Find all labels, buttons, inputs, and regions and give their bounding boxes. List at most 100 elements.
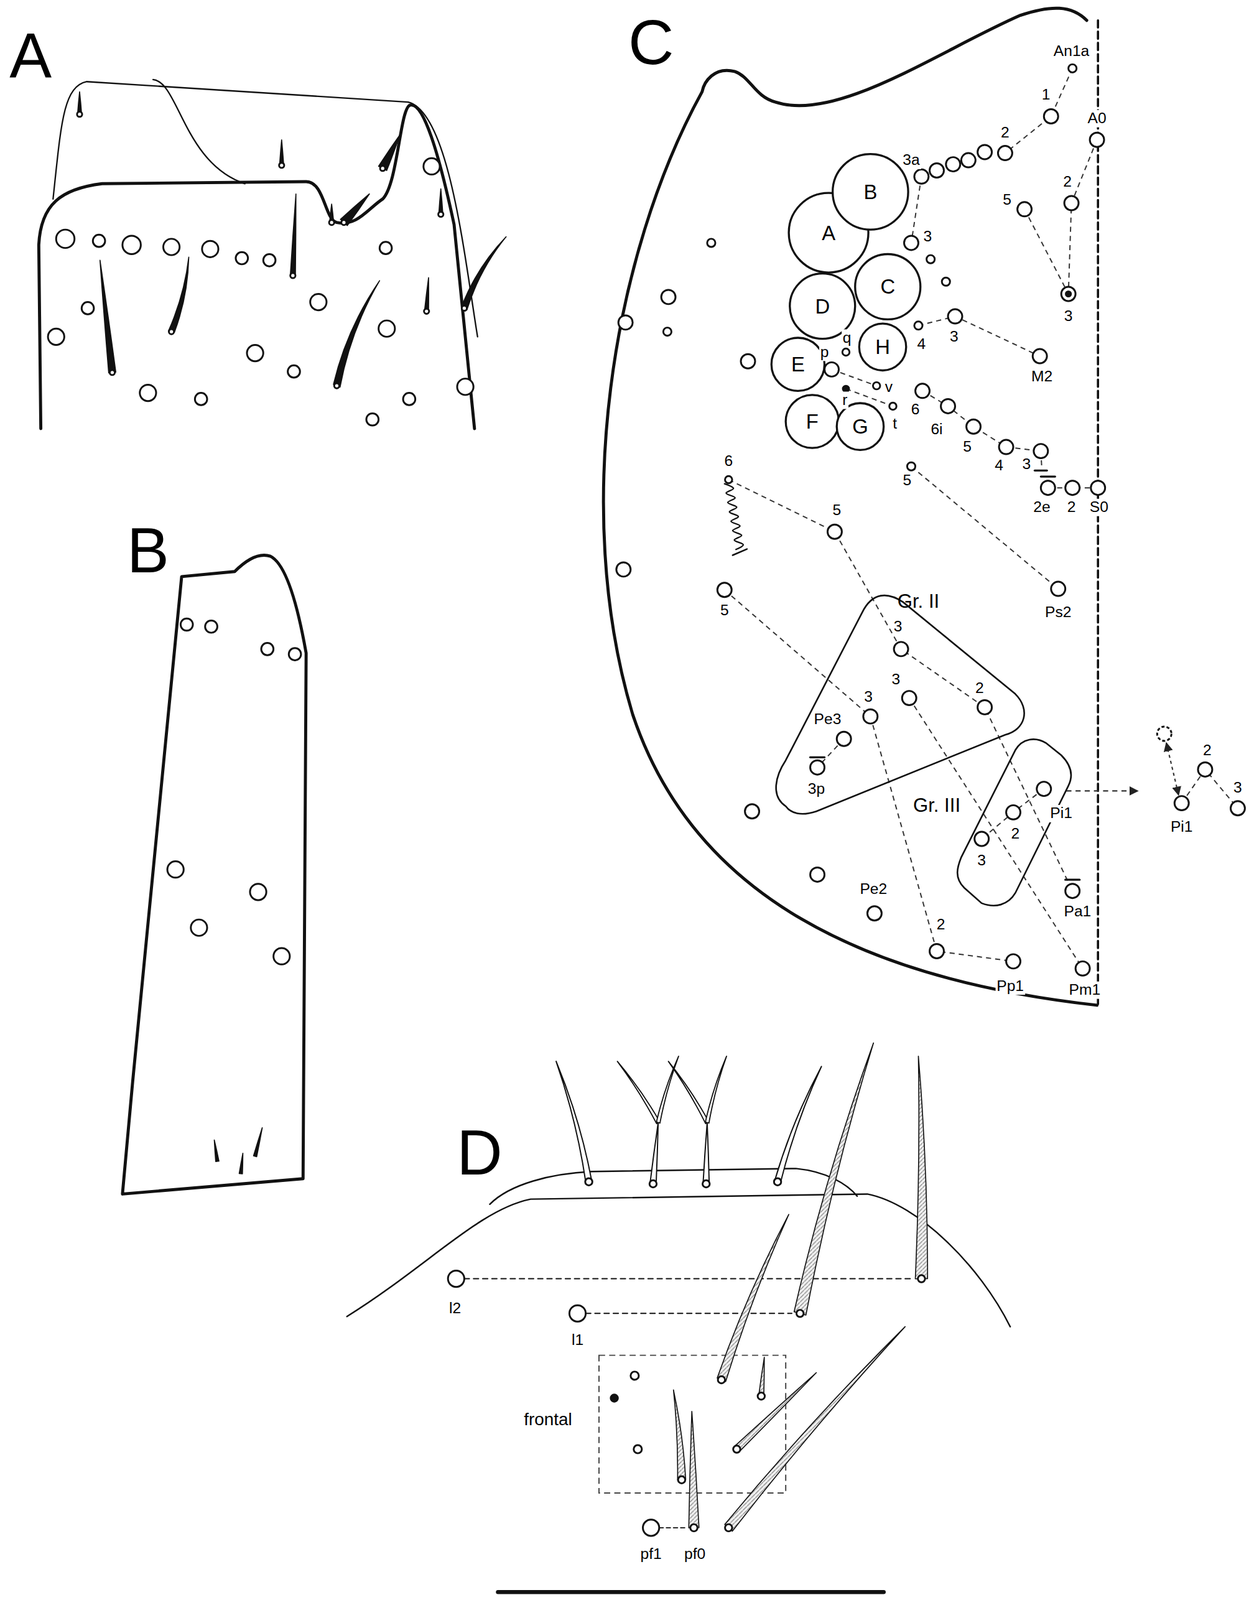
eye-lens: C [854, 253, 922, 321]
seta [333, 280, 380, 387]
chaeta-socket [139, 384, 157, 401]
chaeta-socket [827, 524, 842, 539]
chaeta-socket [906, 462, 915, 471]
chaeta-socket [403, 393, 416, 406]
chaeta-socket [947, 309, 963, 324]
scale-bar [498, 1589, 884, 1595]
chaeta-socket [77, 111, 83, 117]
chaeta-socket [929, 162, 945, 178]
chaeta-socket [287, 365, 301, 378]
chaeta-label: Pp1 [995, 977, 1026, 994]
seta [717, 1214, 789, 1382]
chaeta-socket [202, 240, 219, 257]
chaeta-socket [926, 255, 935, 264]
chaeta-socket [1156, 726, 1172, 741]
chaeta-socket [1068, 64, 1077, 73]
chaeta-socket [379, 241, 392, 255]
chaeta-label: 2e [1032, 498, 1052, 516]
chaeta-label: 3a [901, 151, 922, 169]
chaeta-socket [180, 618, 193, 631]
chaeta-socket [702, 1179, 710, 1187]
chaeta-label: 1 [1040, 86, 1052, 104]
chaeta-label: 5 [901, 472, 913, 489]
seta [438, 188, 443, 214]
chaeta-socket [872, 381, 880, 389]
lens-letter: B [863, 180, 878, 203]
chaeta-socket [290, 273, 296, 279]
chaeta-socket [167, 861, 184, 878]
group-border [957, 738, 1072, 906]
chaeta-label: l1 [570, 1331, 585, 1348]
seta [279, 139, 285, 166]
group-outline [898, 732, 1077, 912]
seta [168, 256, 190, 333]
chaeta-socket [205, 620, 218, 633]
chaeta-socket [194, 393, 208, 406]
seta [617, 1061, 660, 1124]
chaeta-socket [914, 321, 923, 330]
chaeta-socket [941, 277, 950, 286]
seta [794, 1043, 874, 1315]
chaeta-socket [717, 1375, 725, 1383]
panel-letter: C [628, 8, 674, 78]
chaeta-socket [329, 220, 335, 226]
chaeta-socket [55, 229, 75, 249]
chaeta-socket [585, 1178, 593, 1185]
chaeta-socket [745, 804, 760, 819]
chaeta-socket [842, 348, 850, 356]
chaeta-socket [889, 402, 897, 410]
homology-line [464, 1278, 914, 1280]
chaeta-socket [633, 1444, 642, 1454]
chaeta-label: 2 [974, 679, 985, 697]
seta [340, 194, 370, 226]
seta [668, 1061, 710, 1124]
chaeta-socket [757, 1392, 765, 1399]
chaeta-label: A0 [1086, 110, 1108, 127]
homology-line [922, 390, 1041, 451]
outline [38, 105, 475, 429]
homology-line [1005, 68, 1073, 154]
overline [810, 756, 825, 759]
seta [253, 1127, 263, 1157]
chaeta-socket [707, 238, 716, 247]
chaeta-socket [717, 582, 732, 598]
chaeta-label: S0 [1088, 498, 1110, 516]
chaeta-socket [773, 1178, 781, 1185]
shift-arrow [1166, 742, 1179, 795]
chaeta-label: Pi1 [1169, 817, 1194, 835]
lens-circle [855, 253, 921, 320]
lens-circle [785, 394, 839, 448]
chaeta-socket [998, 439, 1014, 455]
chaeta-label: 2 [999, 124, 1011, 142]
seta [424, 277, 429, 312]
homology-line [728, 479, 1073, 891]
seta [702, 1122, 710, 1185]
chaeta-socket [1040, 480, 1055, 496]
eye-lens: E [770, 336, 827, 392]
chaeta-socket [677, 1476, 685, 1483]
chaeta-socket [261, 643, 274, 656]
chaeta-label: 3 [890, 671, 902, 688]
chaeta-socket [1075, 961, 1090, 976]
chaeta-socket [836, 731, 851, 746]
chaeta-socket [461, 305, 467, 311]
chaeta-socket [288, 648, 302, 661]
lens-letter: A [821, 221, 836, 244]
chaeta-socket [824, 362, 840, 377]
eye-lens: F [784, 393, 841, 450]
seta [733, 1372, 817, 1452]
chaeta-label: 3 [1063, 307, 1074, 325]
homology-line [1068, 139, 1098, 295]
panel-letter: D [456, 1118, 502, 1189]
seta [724, 1326, 906, 1532]
group-border [776, 595, 1025, 814]
chaeta-socket [1091, 480, 1106, 496]
chaeta-socket [918, 1275, 925, 1282]
chaeta-socket [1066, 291, 1072, 297]
chaeta-socket [643, 1519, 660, 1536]
homology-line [911, 176, 922, 244]
chaeta-socket [661, 289, 676, 305]
chaeta-label: 5 [962, 438, 973, 456]
overline [1040, 475, 1055, 478]
seta-end [732, 549, 748, 556]
